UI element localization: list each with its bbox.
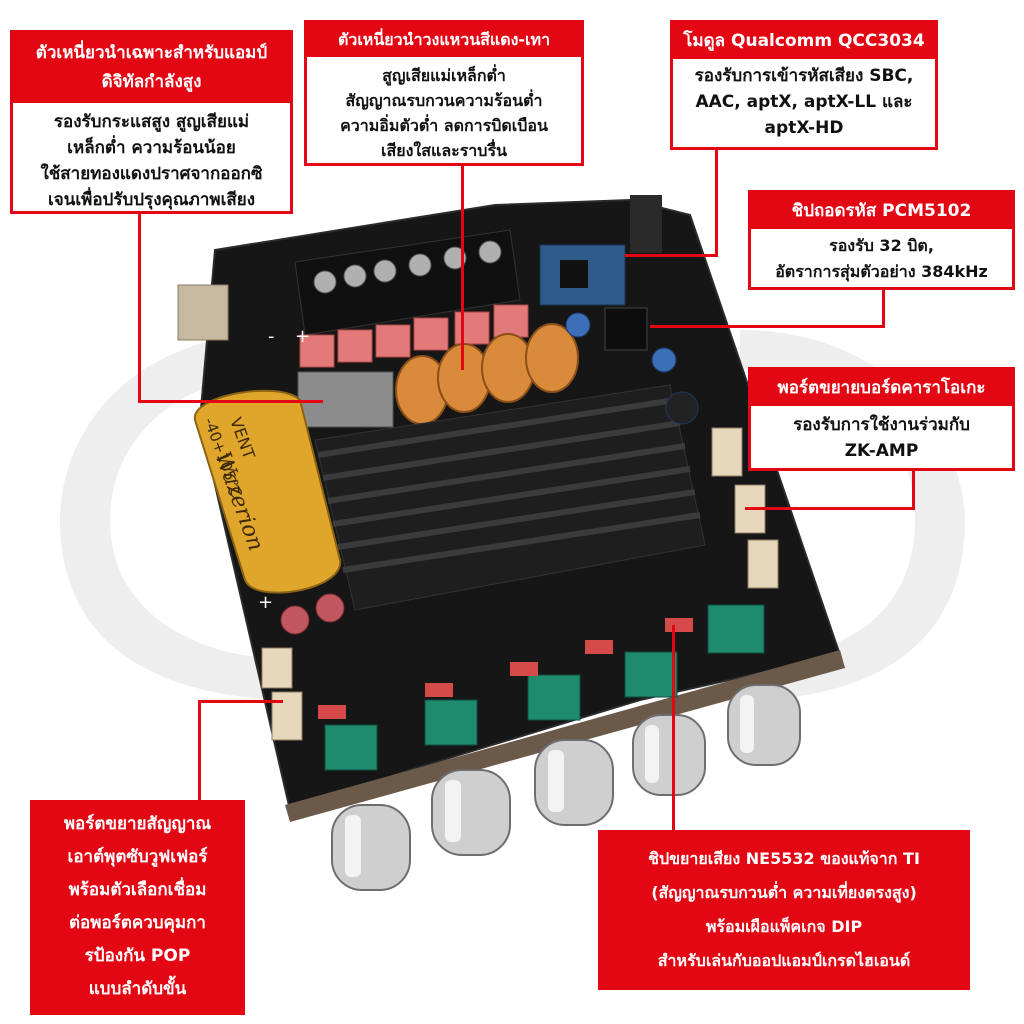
main-capacitor: Wazerion VENT -40+105°C: [193, 389, 342, 594]
leader-ne5532: [672, 625, 675, 832]
callout-pcm5102-title: ชิปถอดรหัส PCM5102: [751, 193, 1012, 229]
ring-inductor-line-2: สัญญาณรบกวนความร้อนต่ำ: [345, 91, 543, 110]
callout-qualcomm-title: โมดูล Qualcomm QCC3034: [673, 23, 935, 59]
knob-highlights: [345, 695, 754, 877]
red-film-capacitors: [299, 304, 529, 368]
leader-qualcomm-v: [715, 148, 718, 256]
subwoofer-line-5: รป้องกัน POP: [84, 946, 191, 966]
leader-pcm-h: [650, 325, 885, 328]
amp-inductor-line-4: เจนเพื่อปรับปรุงคุณภาพเสียง: [47, 190, 256, 210]
subwoofer-line-4: ต่อพอร์ตควบคุมกา: [69, 913, 206, 933]
karaoke-line-1: รองรับการใช้งานร่วมกับ: [793, 415, 970, 435]
small-capacitors: [565, 312, 699, 425]
leader-pcm-v: [882, 288, 885, 328]
callout-pcm5102: ชิปถอดรหัส PCM5102 รองรับ 32 บิต, อัตราก…: [748, 190, 1015, 290]
red-smd-parts: [318, 618, 693, 719]
metal-bracket: [285, 650, 845, 822]
aux-jack: [630, 195, 662, 253]
callout-ne5532: ชิปขยายเสียง NE5532 ของแท้จาก TI (สัญญาณ…: [598, 830, 970, 990]
callout-ring-inductor-title: ตัวเหนี่ยวนำวงแหวนสีแดง-เทา: [307, 23, 581, 57]
callout-amp-inductor: ตัวเหนี่ยวนำเฉพาะสำหรับแอมป์ดิจิทัลกำลัง…: [10, 30, 293, 214]
qualcomm-line-1: รองรับการเข้ารหัสเสียง SBC,: [694, 66, 914, 86]
callout-karaoke: พอร์ตขยายบอร์ดคาราโอเกะ รองรับการใช้งานร…: [748, 367, 1015, 471]
ring-inductor-line-4: เสียงใสและราบรื่น: [381, 141, 507, 160]
ring-inductor-line-3: ความอิ่มตัวต่ำ ลดการบิดเบือน: [340, 116, 548, 135]
leader-subwoofer-h: [198, 700, 283, 703]
subwoofer-line-1: พอร์ตขยายสัญญาณ: [63, 814, 212, 834]
power-jack: [177, 284, 229, 341]
grey-inductor: [297, 371, 394, 428]
callout-amp-inductor-title: ตัวเหนี่ยวนำเฉพาะสำหรับแอมป์ดิจิทัลกำลัง…: [13, 33, 290, 103]
leader-qualcomm-h: [625, 254, 718, 257]
callout-subwoofer: พอร์ตขยายสัญญาณ เอาต์พุตซับวูฟเฟอร์ พร้อ…: [30, 800, 245, 1015]
qualcomm-line-3: aptX-HD: [764, 118, 844, 138]
leader-amp-inductor-v: [138, 212, 141, 402]
red-electrolytic-caps: [280, 593, 345, 635]
amp-inductor-line-2: เหล็กต่ำ ความร้อนน้อย: [67, 138, 236, 158]
amp-inductor-line-1: รองรับกระแสสูง สูญเสียแม่: [53, 112, 250, 132]
karaoke-line-2: ZK-AMP: [844, 441, 919, 461]
callout-karaoke-title: พอร์ตขยายบอร์ดคาราโอเกะ: [751, 370, 1012, 406]
subwoofer-line-2: เอาต์พุตซับวูฟเฟอร์: [67, 847, 208, 867]
leader-ring-inductor: [461, 165, 464, 370]
callout-qualcomm: โมดูล Qualcomm QCC3034 รองรับการเข้ารหัส…: [670, 20, 938, 150]
amp-inductor-line-3: ใช้สายทองแดงปราศจากออกซิ: [40, 164, 263, 184]
polarity-plus-2: +: [258, 592, 273, 613]
ne5532-line-1: ชิปขยายเสียง NE5532 ของแท้จาก TI: [648, 849, 920, 868]
dac-chip: [604, 307, 648, 351]
ne5532-line-3: พร้อมเผือแพ็คเกจ DIP: [705, 917, 863, 936]
pcm5102-line-1: รองรับ 32 บิต,: [829, 236, 934, 255]
toroid-coils: [395, 323, 579, 425]
karaoke-connectors: [711, 427, 779, 589]
ne5532-line-4: สำหรับเล่นกับออปแอมป์เกรดไฮเอนด์: [657, 951, 911, 970]
subwoofer-line-6: แบบลำดับขั้น: [88, 979, 187, 999]
leader-karaoke-h: [745, 507, 915, 510]
leader-karaoke-v: [912, 470, 915, 510]
potentiometers: [324, 604, 765, 771]
heatsink: [314, 384, 706, 611]
subwoofer-line-3: พร้อมตัวเลือกเชื่อม: [68, 880, 207, 900]
leader-amp-inductor-h: [138, 400, 323, 403]
qualcomm-line-2: AAC, aptX, aptX-LL และ: [695, 92, 913, 112]
polarity-minus: -: [268, 326, 275, 347]
ring-inductor-line-1: สูญเสียแม่เหล็กต่ำ: [382, 66, 506, 85]
ne5532-line-2: (สัญญาณรบกวนต่ำ ความเที่ยงตรงสูง): [651, 883, 917, 902]
subwoofer-connectors: [261, 647, 303, 741]
pcm5102-line-2: อัตราการสุ่มตัวอย่าง 384kHz: [775, 262, 988, 281]
callout-ring-inductor: ตัวเหนี่ยวนำวงแหวนสีแดง-เทา สูญเสียแม่เห…: [304, 20, 584, 166]
polarity-plus: +: [295, 326, 310, 347]
leader-subwoofer-v: [198, 700, 201, 802]
